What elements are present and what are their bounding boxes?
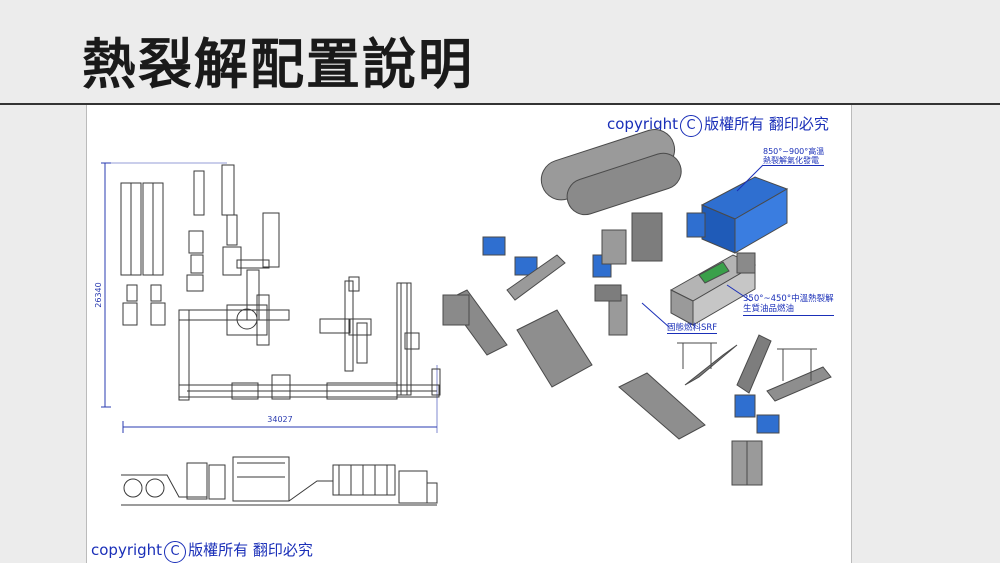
- copyright-circle-icon: C: [680, 115, 703, 137]
- callout-gas-power: 850°~900°高溫 熱裂解氣化發電: [763, 147, 825, 167]
- copyright-prefix: copyright: [91, 541, 163, 559]
- side-elevation: [121, 456, 438, 506]
- plan-view: [101, 162, 441, 433]
- copyright-suffix: 版權所有 翻印必究: [188, 541, 313, 559]
- callout-oil-product: 350°~450°中溫熱裂解 生質油品燃油: [743, 294, 834, 316]
- copyright-suffix: 版權所有 翻印必究: [704, 115, 829, 133]
- isometric-render: [442, 129, 832, 486]
- callout-srf: 固態燃料SRF: [667, 323, 718, 334]
- width-dimension-label: 34027: [267, 415, 292, 424]
- copyright-prefix: copyright: [607, 115, 679, 133]
- title-divider: [0, 103, 1000, 105]
- page-title: 熱裂解配置說明: [82, 33, 474, 96]
- layout-drawing: 26340 34027: [94, 129, 832, 506]
- height-dimension-label: 26340: [94, 282, 103, 307]
- copyright-circle-icon: C: [164, 541, 187, 563]
